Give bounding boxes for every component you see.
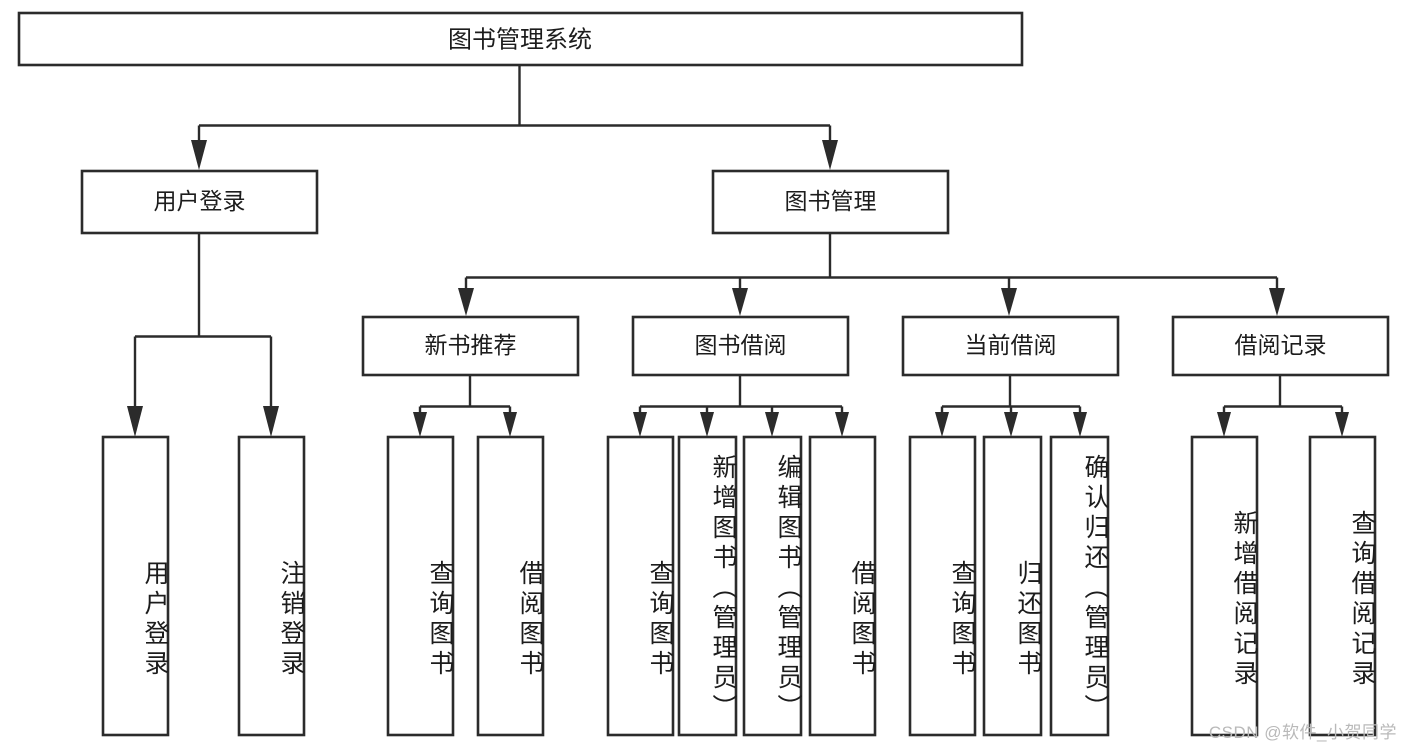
node-new-book-recommend-box[interactable] (361, 315, 580, 377)
leaf-box-bb-edit-book[interactable] (742, 435, 803, 737)
arrow-root-to-user-login (191, 140, 207, 170)
node-new-book-recommend[interactable]: 新书推荐 (361, 315, 580, 377)
arrow-bb-to-edit-book (765, 412, 779, 437)
leaf-box-bb-add-book[interactable] (677, 435, 738, 737)
node-book-management-label: 图书管理 (785, 188, 877, 214)
node-book-borrow[interactable]: 图书借阅 (631, 315, 850, 377)
arrow-to-leaf-logout (263, 406, 279, 437)
leaf-box-cb-confirm-return[interactable] (1049, 435, 1110, 737)
node-borrow-record-box[interactable] (1171, 315, 1390, 377)
node-current-borrow-label: 当前借阅 (965, 332, 1057, 358)
node-new-book-recommend-label: 新书推荐 (425, 332, 517, 358)
arrow-br-to-add-record (1217, 412, 1231, 437)
arrow-bb-to-borrow-book (835, 412, 849, 437)
node-book-management[interactable]: 图书管理 (711, 169, 950, 235)
arrow-cb-to-query-book (935, 412, 949, 437)
leaf-nodes-layer (101, 435, 1377, 737)
arrow-nbr-to-query-book (413, 412, 427, 437)
leaf-box-user-login[interactable] (101, 435, 170, 737)
arrow-to-book-borrow (732, 288, 748, 316)
node-current-borrow-box[interactable] (901, 315, 1120, 377)
leaf-box-nbr-query-book[interactable] (386, 435, 455, 737)
leaf-box-br-add-record[interactable] (1190, 435, 1259, 737)
arrow-bb-to-add-book (700, 412, 714, 437)
node-root-label: 图书管理系统 (448, 26, 592, 53)
node-root-book-management-system[interactable]: 图书管理系统 (17, 11, 1024, 67)
node-book-management-box[interactable] (711, 169, 950, 235)
arrow-root-to-book-manage (822, 140, 838, 170)
arrow-to-current-borrow (1001, 288, 1017, 316)
leaf-box-bb-borrow-book[interactable] (808, 435, 877, 737)
leaf-box-cb-return-book[interactable] (982, 435, 1043, 737)
arrow-br-to-query-record (1335, 412, 1349, 437)
arrow-cb-to-confirm-return (1073, 412, 1087, 437)
csdn-watermark: CSDN @软件_小贺同学 (1208, 723, 1397, 742)
arrow-nbr-to-borrow-book (503, 412, 517, 437)
node-root-box[interactable] (17, 11, 1024, 67)
node-book-borrow-label: 图书借阅 (695, 332, 787, 358)
arrow-bb-to-query-book (633, 412, 647, 437)
node-current-borrow[interactable]: 当前借阅 (901, 315, 1120, 377)
node-borrow-record[interactable]: 借阅记录 (1171, 315, 1390, 377)
arrow-cb-to-return-book (1004, 412, 1018, 437)
arrow-to-borrow-record (1269, 288, 1285, 316)
leaf-box-br-query-record[interactable] (1308, 435, 1377, 737)
arrow-to-new-book-rec (458, 288, 474, 316)
leaf-box-logout[interactable] (237, 435, 306, 737)
leaf-box-nbr-borrow-book[interactable] (476, 435, 545, 737)
connectors-layer (127, 65, 1349, 437)
node-user-login[interactable]: 用户登录 (80, 169, 319, 235)
node-book-borrow-box[interactable] (631, 315, 850, 377)
node-borrow-record-label: 借阅记录 (1235, 332, 1327, 358)
arrow-to-leaf-user-login (127, 406, 143, 437)
leaf-box-bb-query-book[interactable] (606, 435, 675, 737)
node-user-login-label: 用户登录 (154, 188, 246, 214)
node-user-login-box[interactable] (80, 169, 319, 235)
leaf-box-cb-query-book[interactable] (908, 435, 977, 737)
